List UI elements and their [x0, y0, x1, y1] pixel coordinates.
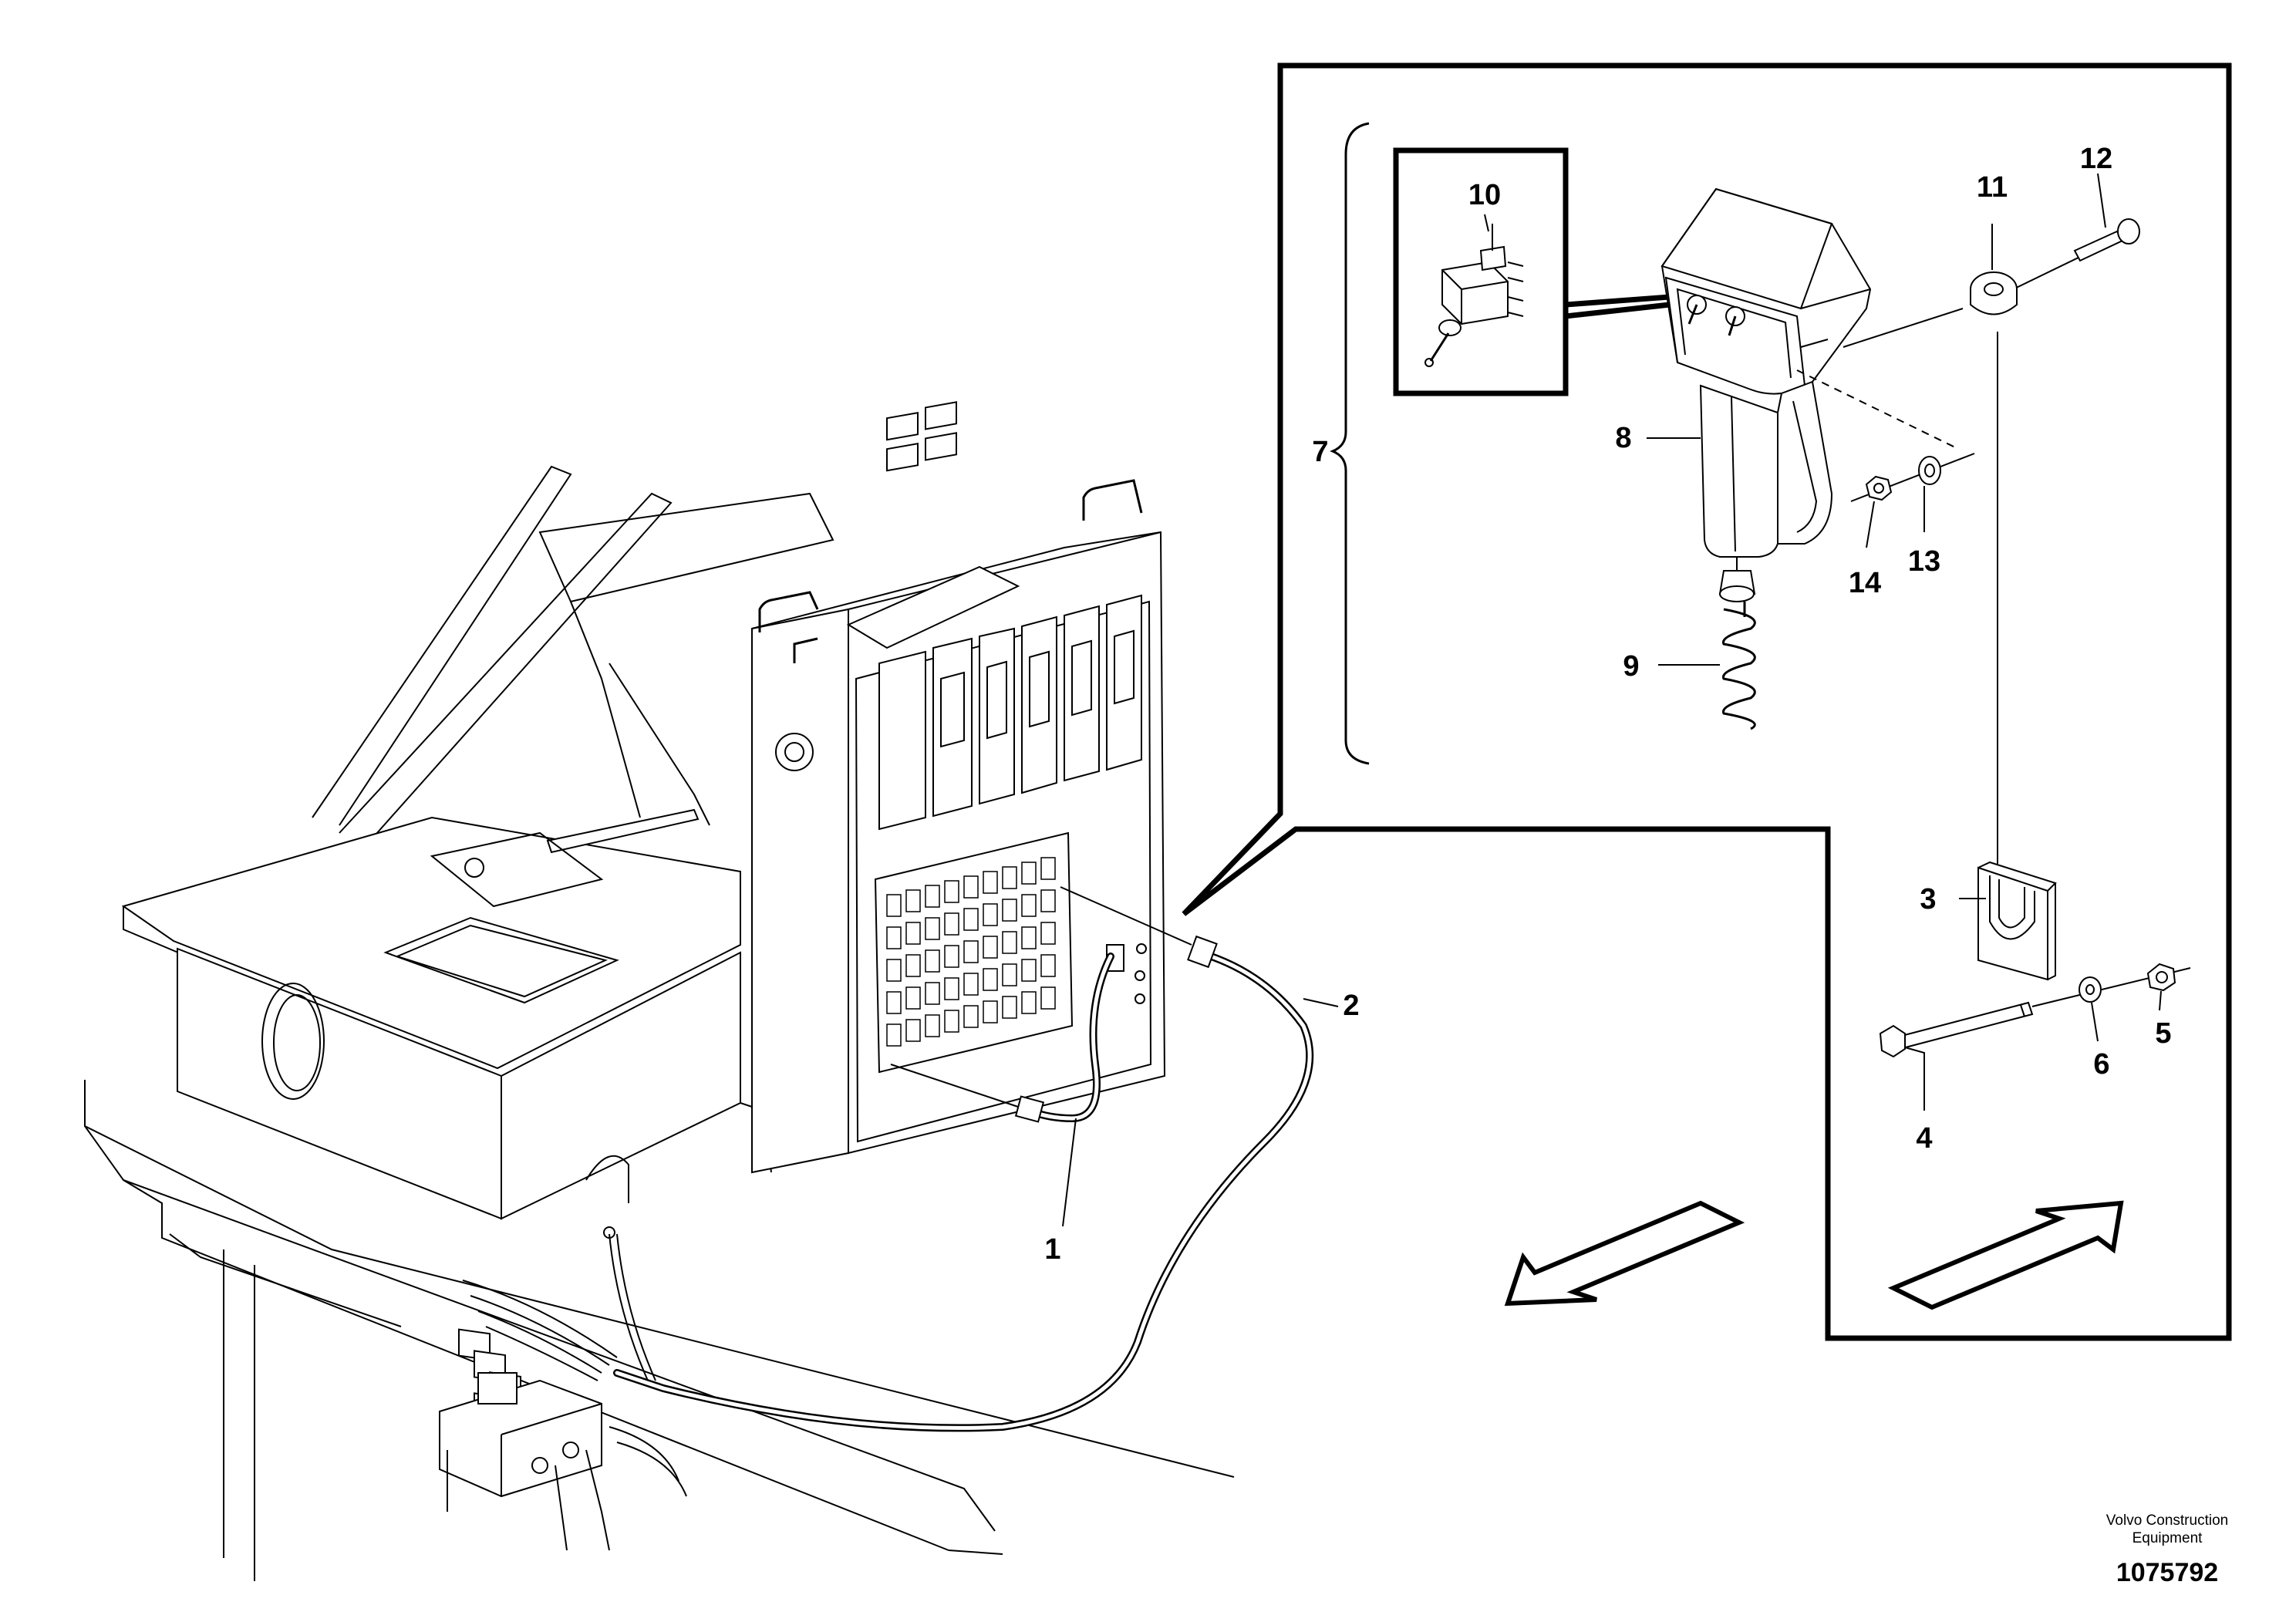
fuse: [925, 917, 940, 940]
fuse: [1040, 889, 1056, 912]
fuse: [886, 1023, 902, 1047]
fuse: [886, 894, 902, 917]
document-number: 1075792: [2116, 1558, 2218, 1587]
spring: [1718, 557, 1756, 730]
fuse: [1021, 926, 1037, 949]
detail-frame: [1182, 62, 2232, 1341]
callout-13: 13: [1908, 545, 1940, 578]
callout-8: 8: [1615, 422, 1631, 454]
company-name-line2: Equipment: [2132, 1530, 2203, 1546]
callout-11: 11: [1977, 171, 2008, 204]
footer: Volvo Construction Equipment 1075792: [2106, 1512, 2228, 1587]
fuse: [1002, 996, 1017, 1019]
fuse: [944, 880, 959, 903]
fuse: [983, 903, 998, 926]
fuse: [944, 912, 959, 936]
fuse: [983, 936, 998, 959]
callout-4: 4: [1916, 1122, 1932, 1155]
fuse: [886, 959, 902, 982]
callout-1: 1: [1044, 1233, 1060, 1266]
fuse: [944, 1010, 959, 1033]
fuse: [963, 908, 979, 931]
rubber-bush: [1970, 271, 2018, 315]
leader-lines: [1062, 173, 2162, 1227]
fuse: [1002, 899, 1017, 922]
callout-labels: 1 2 3 4 5 6 7 8 9 10 11 12 13 14: [1044, 143, 2171, 1266]
detail-pointer: [1565, 302, 1671, 319]
fuse: [1040, 857, 1056, 880]
assembly-axis: [1796, 369, 1956, 448]
cable-harness: [462, 886, 1314, 1432]
fuse: [1040, 922, 1056, 945]
callout-12: 12: [2080, 143, 2112, 175]
detail-pointer: [1565, 294, 1671, 308]
callout-6: 6: [2093, 1048, 2109, 1081]
callout-14: 14: [1849, 567, 1881, 599]
fuse: [1040, 954, 1056, 977]
callout-5: 5: [2155, 1017, 2171, 1050]
fuse: [963, 1005, 979, 1028]
bolt-4: [1879, 967, 2191, 1058]
direction-arrow-left: [1504, 1200, 1745, 1307]
fuse: [1002, 931, 1017, 954]
bolt-12: [2073, 218, 2140, 262]
fuse: [963, 973, 979, 996]
callout-7: 7: [1312, 436, 1328, 468]
callout-10: 10: [1468, 179, 1501, 211]
fuse: [963, 940, 979, 963]
callout-9: 9: [1623, 650, 1639, 683]
fuse: [1021, 894, 1037, 917]
direction-arrow-right: [1887, 1200, 2124, 1310]
fuse: [886, 991, 902, 1014]
electrical-cabinet: [751, 401, 1166, 1174]
fuse: [1002, 866, 1017, 889]
fuse: [1021, 959, 1037, 982]
valve-block: [439, 1328, 687, 1551]
fuse: [905, 954, 921, 977]
fuse: [1040, 986, 1056, 1010]
fuse: [944, 977, 959, 1000]
assembly-axis: [1843, 308, 1964, 348]
fuse: [925, 949, 940, 973]
switch-detail-box: [1393, 147, 1569, 396]
fuse: [1021, 862, 1037, 885]
fuse: [983, 871, 998, 894]
fuse: [1002, 963, 1017, 986]
fuse: [925, 982, 940, 1005]
fuse: [905, 889, 921, 912]
fuse: [1021, 991, 1037, 1014]
fuse: [925, 1014, 940, 1037]
fuse: [905, 1019, 921, 1042]
fuse-board: [874, 831, 1074, 1074]
fuse: [944, 945, 959, 968]
nut-5: [2146, 963, 2176, 992]
washer-13: [1918, 456, 1941, 485]
relay-modules: [878, 594, 1142, 831]
fuse: [925, 885, 940, 908]
callout-3: 3: [1920, 883, 1936, 916]
bracket-3: [1977, 861, 2057, 981]
fuse: [983, 1000, 998, 1023]
fuse: [886, 926, 902, 949]
control-handle: [1660, 187, 1872, 558]
fuse: [905, 986, 921, 1010]
fuse: [963, 875, 979, 899]
nut-14: [1865, 475, 1893, 501]
callout-2: 2: [1343, 990, 1359, 1022]
washer-6: [2079, 976, 2102, 1003]
fuse: [905, 922, 921, 945]
company-name-line1: Volvo Construction: [2106, 1512, 2228, 1529]
fuse: [983, 968, 998, 991]
assembly-bracket: [1330, 122, 1370, 765]
machine-frame: [84, 465, 1235, 1581]
